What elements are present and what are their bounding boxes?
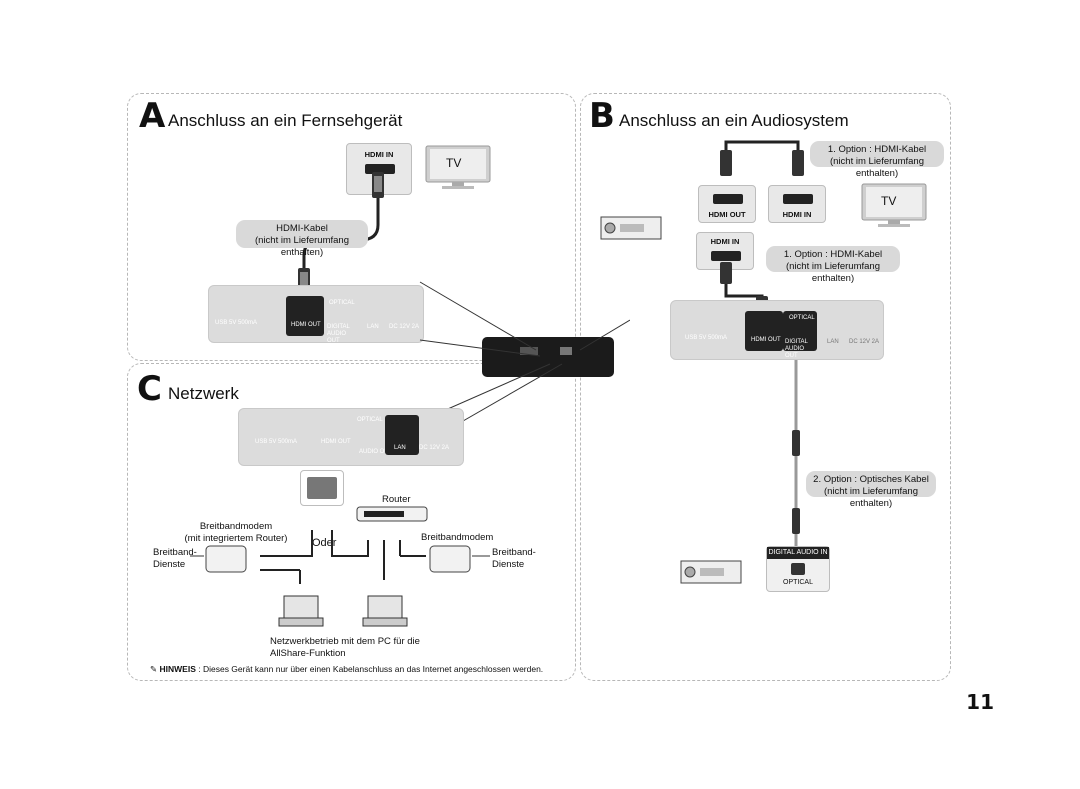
receiver-hdmi-out-box: HDMI OUT xyxy=(698,185,756,223)
pc-note-line2: AllShare-Funktion xyxy=(270,648,346,659)
laptop-icon-right xyxy=(362,595,408,627)
rear-panel-c: USB 5V 500mA HDMI OUT OPTICAL AUDIO OUT … xyxy=(238,408,464,466)
hdmi-in-b-label: HDMI IN xyxy=(782,210,812,219)
modem-left-line1: Breitbandmodem xyxy=(199,521,273,532)
optical-cable xyxy=(792,360,800,546)
optical-socket-icon xyxy=(791,563,805,575)
section-c-title: Netzwerk xyxy=(168,384,239,403)
optical-port-b xyxy=(783,311,817,351)
services-right-label: Breitband- Dienste xyxy=(492,547,536,571)
optical-label-b: OPTICAL xyxy=(783,579,813,586)
page-number: 11 xyxy=(966,690,994,714)
modem-left-label: Breitbandmodem (mit integriertem Router) xyxy=(180,521,292,545)
hdmi-port-icon xyxy=(711,251,741,261)
dc-label: DC 12V 2A xyxy=(849,339,880,345)
services-left-label: Breitband- Dienste xyxy=(153,547,197,571)
option1-mid-note: 1. Option : HDMI-Kabel (nicht im Lieferu… xyxy=(766,246,900,284)
option1-top-line1: 1. Option : HDMI-Kabel xyxy=(827,144,927,155)
tv-b-label: TV xyxy=(881,194,897,208)
tv-icon-b xyxy=(861,183,927,227)
router-icon xyxy=(356,506,428,522)
pc-note-line1: Netzwerkbetrieb mit dem PC für die xyxy=(270,636,420,647)
oder-label: Oder xyxy=(312,537,337,549)
option1-top-note: 1. Option : HDMI-Kabel (nicht im Lieferu… xyxy=(810,141,944,179)
digital-audio-in-box: DIGITAL AUDIO IN OPTICAL xyxy=(766,546,830,592)
dc-label: DC 12V 2A xyxy=(419,445,450,451)
optical-label: OPTICAL xyxy=(789,315,815,321)
services-left-line2: Dienste xyxy=(153,559,186,570)
modem-right-label: Breitbandmodem xyxy=(421,532,494,543)
lan-label: LAN xyxy=(394,445,406,451)
hdmi-cable-note-a: HDMI-Kabel (nicht im Lieferumfang enthal… xyxy=(236,220,368,258)
section-a-title: Anschluss an ein Fernsehgerät xyxy=(168,111,403,130)
hdmi-out-port-a xyxy=(286,296,324,336)
hdmi-port-icon xyxy=(713,194,743,204)
hdmi-cable-note-a-line1: HDMI-Kabel xyxy=(276,223,328,234)
option1-mid-line1: 1. Option : HDMI-Kabel xyxy=(783,249,883,260)
av-receiver-icon-top xyxy=(600,216,662,240)
lan-port-box xyxy=(300,470,344,506)
option2-line2: (nicht im Lieferumfang enthalten) xyxy=(824,486,918,509)
section-c-letter: C xyxy=(137,369,162,409)
hdmi-out-port-b xyxy=(745,311,783,351)
hinweis-text: : Dieses Gerät kann nur über einen Kabel… xyxy=(195,664,544,674)
rear-panel-b: USB 5V 500mA HDMI OUT OPTICAL DIGITAL AU… xyxy=(670,300,884,360)
optical-label: OPTICAL xyxy=(357,417,383,423)
option1-mid-line2: (nicht im Lieferumfang enthalten) xyxy=(786,261,880,284)
hdmi-cable-note-a-line2: (nicht im Lieferumfang enthalten) xyxy=(255,235,349,258)
hinweis-note: ✎ HINWEIS : Dieses Gerät kann nur über e… xyxy=(150,664,543,675)
usb-label: USB 5V 500mA xyxy=(685,335,728,341)
rear-panel-a: USB 5V 500mA HDMI OUT OPTICAL DIGITAL AU… xyxy=(208,285,424,344)
digital-audio-out-label: DIGITAL AUDIO OUT xyxy=(785,339,808,359)
laptop-icon-left xyxy=(278,595,324,627)
services-right-line2: Dienste xyxy=(492,559,525,570)
pc-note: Netzwerkbetrieb mit dem PC für die AllSh… xyxy=(270,636,420,660)
hdmi-port-icon xyxy=(365,164,395,174)
tv-hdmi-in-box-b: HDMI IN xyxy=(768,185,826,223)
digital-audio-in-label: DIGITAL AUDIO IN xyxy=(767,547,829,559)
audio-out-label: AUDIO OUT xyxy=(359,449,393,455)
lan-label: LAN xyxy=(827,339,839,345)
hdmi-in-label: HDMI IN xyxy=(364,150,394,159)
hdmi-out-b-label: HDMI OUT xyxy=(708,210,746,219)
option2-line1: 2. Option : Optisches Kabel xyxy=(813,474,929,485)
pencil-note-icon: ✎ xyxy=(150,664,158,674)
av-receiver-icon-bottom xyxy=(680,560,742,584)
lan-label: LAN xyxy=(367,324,379,330)
hdmi-out-label: HDMI OUT xyxy=(291,322,321,328)
hdmi-out-label: HDMI OUT xyxy=(751,337,781,343)
hdmi-cable-b-top xyxy=(720,140,804,176)
services-left-line1: Breitband- xyxy=(153,547,197,558)
dc-label: DC 12V 2A xyxy=(389,324,420,330)
section-b-letter: B xyxy=(589,96,615,136)
tv-icon xyxy=(425,145,491,189)
option2-note: 2. Option : Optisches Kabel (nicht im Li… xyxy=(806,471,936,509)
tv-label: TV xyxy=(446,156,462,170)
services-right-line1: Breitband- xyxy=(492,547,536,558)
modem-left-line2: (mit integriertem Router) xyxy=(184,533,288,544)
usb-label: USB 5V 500mA xyxy=(255,439,298,445)
optical-label: OPTICAL xyxy=(329,300,355,306)
option1-top-line2: (nicht im Lieferumfang enthalten) xyxy=(830,156,924,179)
section-b-title: Anschluss an ein Audiosystem xyxy=(619,111,849,130)
lan-port-c xyxy=(385,415,419,455)
hdmi-port-icon xyxy=(783,194,813,204)
lan-socket-icon xyxy=(307,477,337,499)
bluray-player-icon xyxy=(482,337,614,377)
hdmi-in-b2-label: HDMI IN xyxy=(710,237,740,246)
hdmi-out-label: HDMI OUT xyxy=(321,439,351,445)
digital-audio-out-label: DIGITAL AUDIO OUT xyxy=(327,324,350,344)
section-a-letter: A xyxy=(139,96,166,136)
router-label: Router xyxy=(382,494,411,505)
hinweis-label: HINWEIS xyxy=(159,664,196,674)
usb-label: USB 5V 500mA xyxy=(215,320,258,326)
network-diagram xyxy=(190,530,490,584)
